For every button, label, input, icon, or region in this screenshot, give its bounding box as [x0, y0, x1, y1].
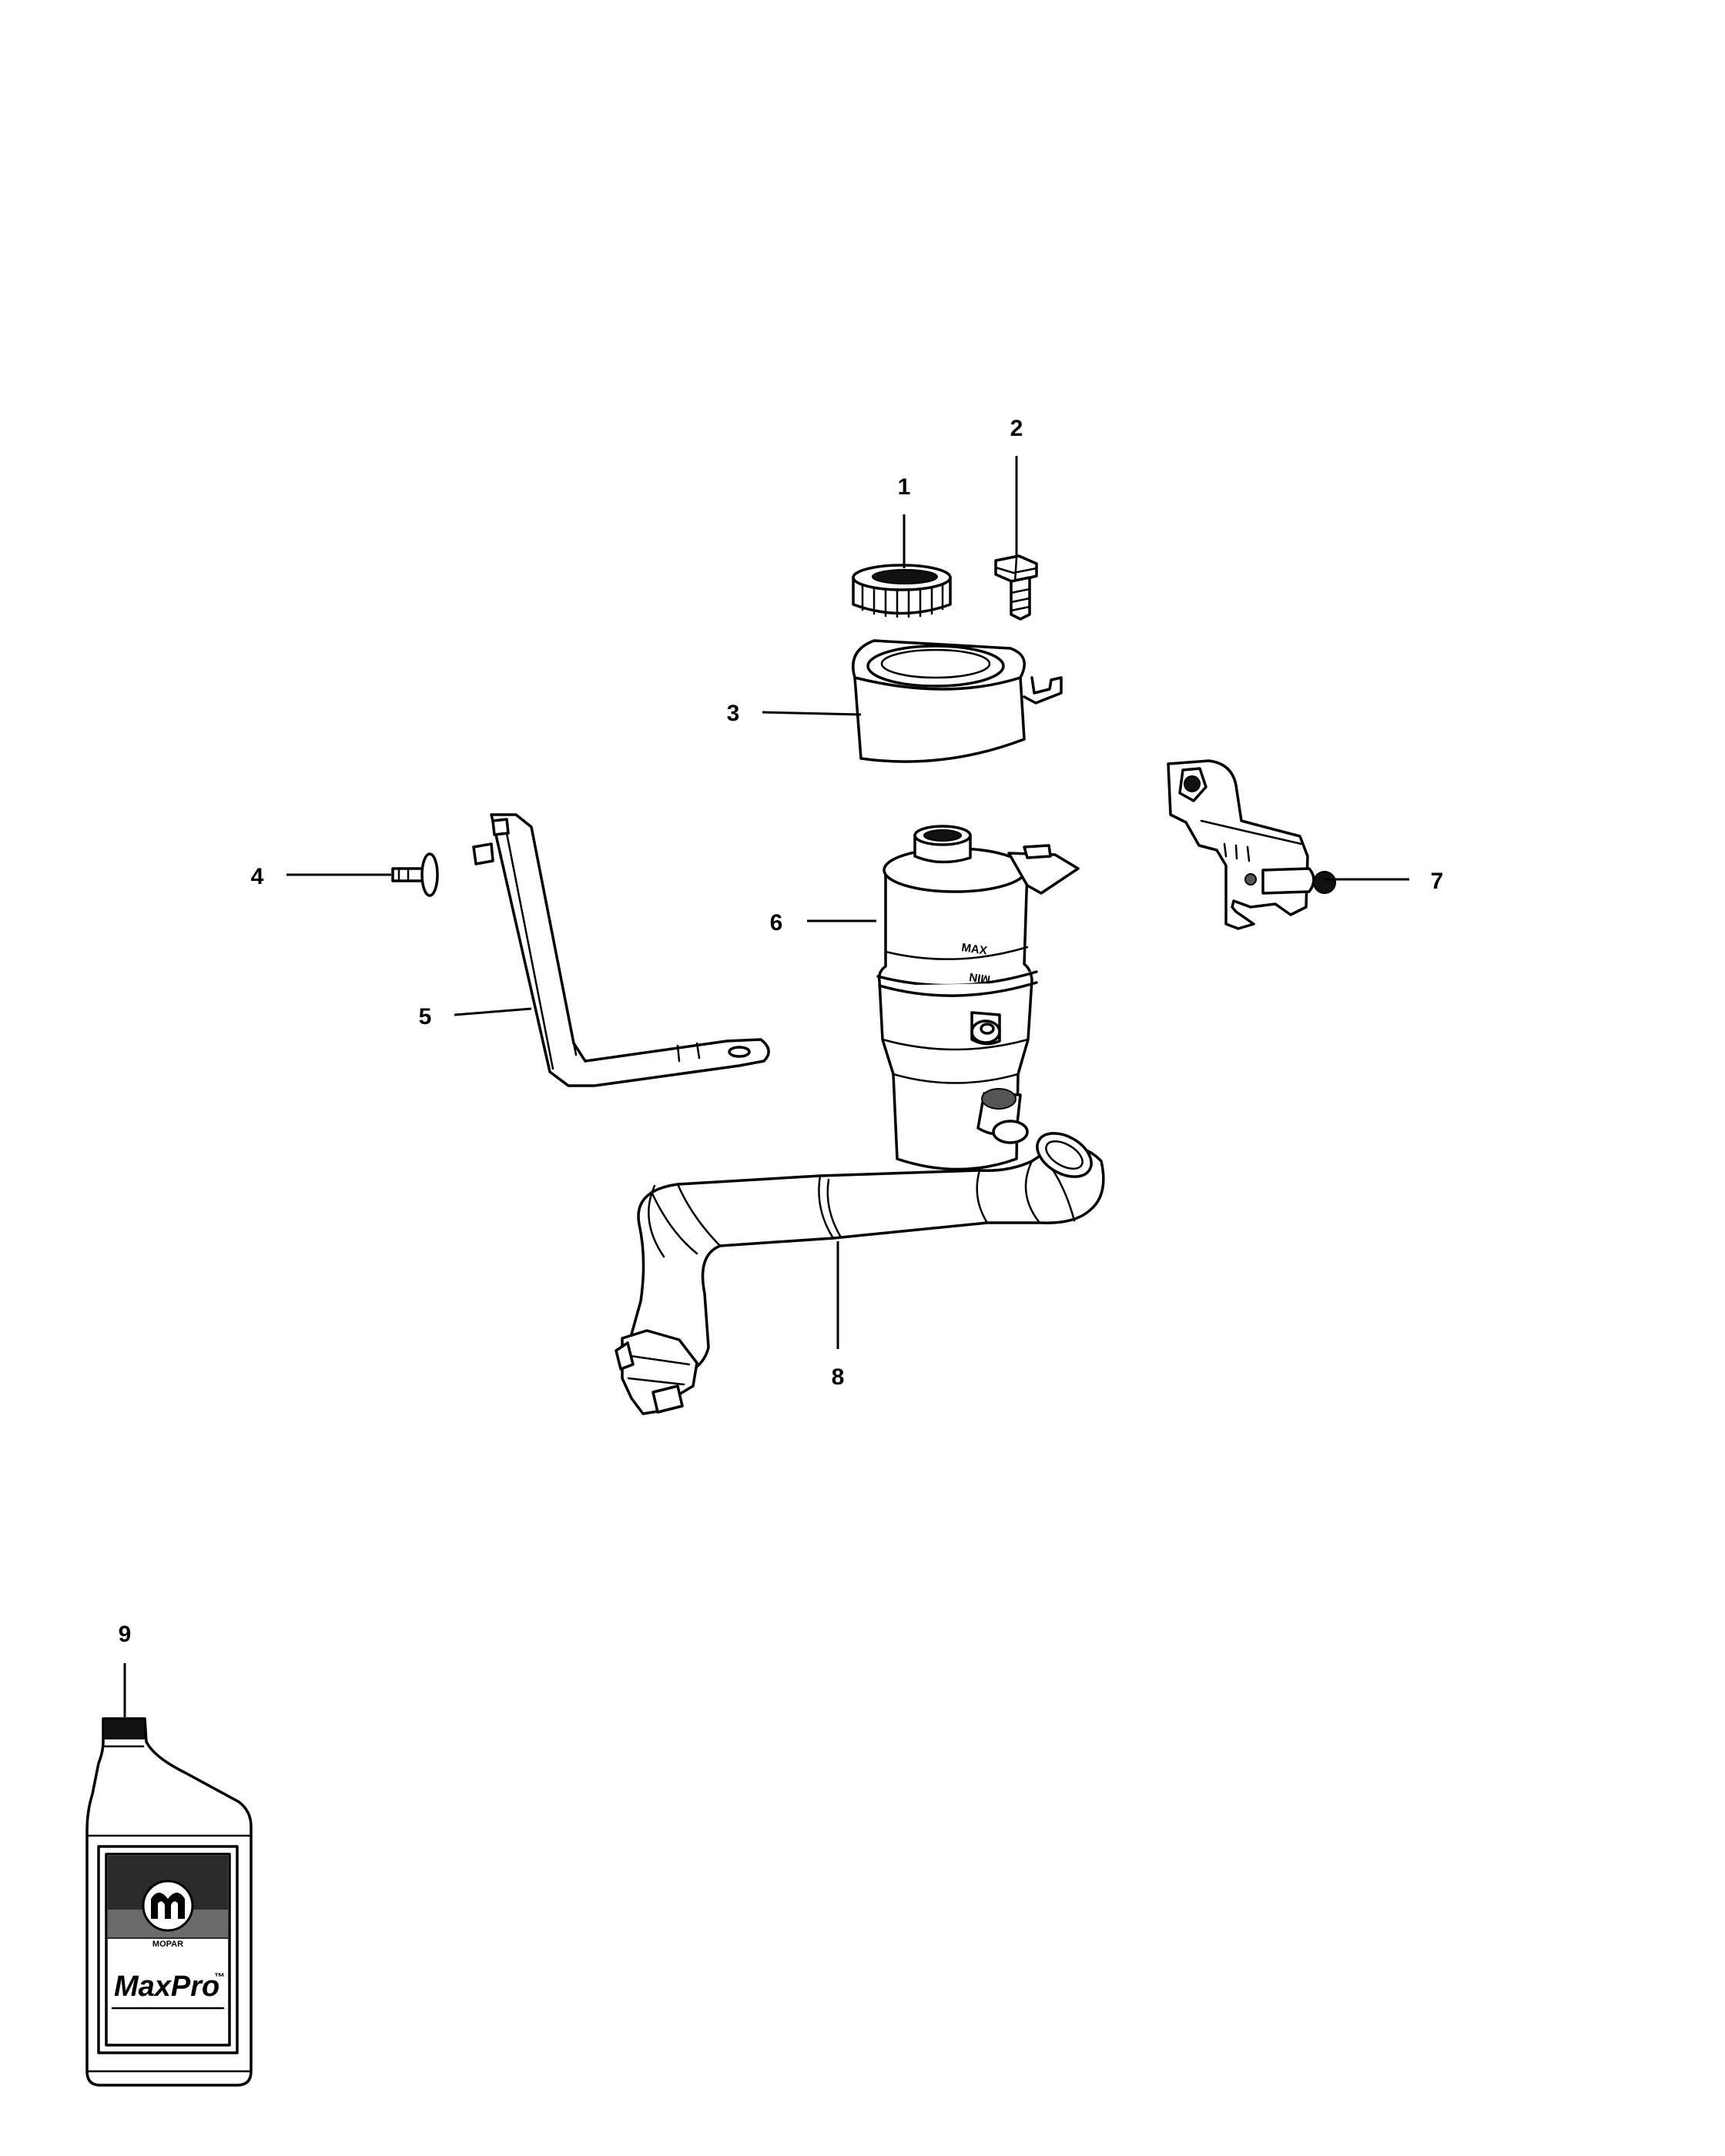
part-8-hose [615, 1132, 1105, 1415]
bottle-brand: MOPAR [152, 1940, 183, 1949]
callout-5: 5 [419, 1004, 432, 1029]
callout-7: 7 [1431, 869, 1444, 894]
part-2-bolt [994, 554, 1038, 621]
part-7-support-bracket [1167, 759, 1336, 930]
part-9-fluid-bottle: MOPAR MaxPro ™ [85, 1717, 253, 2087]
bottle-product: MaxPro [114, 1970, 219, 2003]
part-5-bracket [472, 813, 770, 1087]
callout-1: 1 [898, 474, 911, 500]
callout-9: 9 [119, 1622, 132, 1647]
leader-5 [454, 1007, 532, 1016]
leader-3 [762, 711, 862, 716]
callout-3: 3 [727, 701, 740, 726]
bottle-trademark: ™ [214, 1970, 225, 1983]
min-mark: MIN [968, 970, 991, 986]
callout-4: 4 [251, 864, 264, 889]
callout-2: 2 [1010, 416, 1023, 441]
part-3-reservoir-cover [852, 639, 1063, 763]
callouts: 1 2 3 4 5 6 7 8 9 [119, 416, 1444, 1647]
part-1-reservoir-cap [852, 564, 952, 618]
max-mark: MAX [960, 941, 987, 957]
part-6-reservoir: MAX MIN [876, 825, 1080, 1171]
callout-8: 8 [832, 1364, 845, 1390]
callout-6: 6 [770, 910, 783, 936]
part-4-push-pin [391, 852, 439, 897]
leader-lines [123, 456, 1409, 1717]
